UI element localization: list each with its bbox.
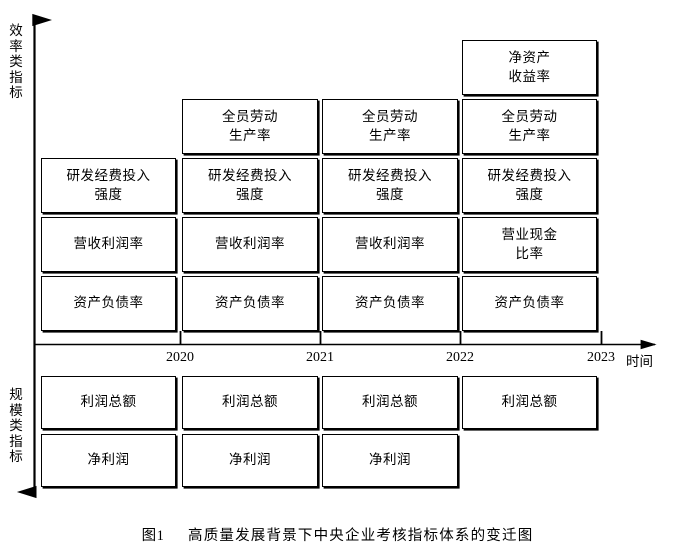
indicator-text-line: 生产率: [369, 127, 411, 144]
indicator-box-efficiency-2022-2: 营收利润率: [322, 217, 458, 272]
indicator-box-efficiency-2022-0: 全员劳动生产率: [322, 99, 458, 154]
x-axis-label: 时间: [626, 354, 653, 370]
figure-caption: 图1 高质量发展背景下中央企业考核指标体系的变迁图: [0, 524, 675, 545]
indicator-text-line: 净利润: [87, 452, 130, 468]
indicator-box-label: 净利润: [88, 451, 130, 470]
indicator-box-scale-2020-1: 净利润: [41, 434, 176, 487]
indicator-box-scale-2022-1: 净利润: [322, 434, 458, 487]
indicator-box-label: 净利润: [229, 451, 271, 470]
indicator-box-label: 利润总额: [362, 393, 418, 412]
indicator-box-label: 净资产收益率: [509, 49, 551, 87]
indicator-text-line: 营业现金: [501, 226, 558, 243]
indicator-box-label: 净利润: [369, 451, 411, 470]
indicator-box-label: 研发经费投入强度: [67, 167, 151, 205]
indicator-text-line: 资产负债率: [215, 295, 285, 311]
indicator-box-label: 资产负债率: [355, 294, 425, 313]
indicator-text-line: 利润总额: [80, 394, 137, 410]
indicator-text-line: 强度: [236, 186, 264, 203]
indicator-box-label: 资产负债率: [215, 294, 285, 313]
indicator-box-efficiency-2023-0: 净资产收益率: [462, 40, 597, 95]
indicator-text-line: 营收利润率: [355, 236, 425, 252]
y-axis-efficiency-label: 效率类指标: [9, 23, 23, 101]
indicator-box-label: 利润总额: [502, 393, 558, 412]
indicator-box-label: 营收利润率: [215, 235, 285, 254]
indicator-text-line: 强度: [376, 186, 404, 203]
indicator-text-line: 资产负债率: [494, 295, 565, 311]
indicator-box-efficiency-2022-1: 研发经费投入强度: [322, 158, 458, 213]
x-tick-label-2020: 2020: [166, 350, 194, 365]
indicator-box-efficiency-2021-2: 营收利润率: [182, 217, 318, 272]
indicator-box-label: 营业现金比率: [502, 226, 558, 264]
figure-caption-text: 高质量发展背景下中央企业考核指标体系的变迁图: [188, 528, 534, 544]
indicator-box-scale-2021-0: 利润总额: [182, 376, 318, 429]
indicator-text-line: 净利润: [229, 452, 271, 468]
x-tick-label-2021: 2021: [306, 350, 334, 365]
indicator-text-line: 研发经费投入: [348, 167, 432, 184]
indicator-box-label: 营收利润率: [74, 235, 144, 254]
indicator-box-scale-2023-0: 利润总额: [462, 376, 597, 429]
indicator-text-line: 生产率: [229, 127, 271, 144]
indicator-text-line: 资产负债率: [355, 295, 425, 311]
indicator-text-line: 研发经费投入: [487, 167, 572, 184]
indicator-text-line: 收益率: [508, 68, 551, 85]
indicator-box-label: 营收利润率: [355, 235, 425, 254]
x-tick-label-2023: 2023: [587, 350, 615, 365]
indicator-text-line: 净资产: [508, 49, 551, 66]
figure-caption-number: 图1: [141, 528, 165, 544]
indicator-box-label: 利润总额: [81, 393, 137, 412]
indicator-box-efficiency-2021-3: 资产负债率: [182, 276, 318, 331]
indicator-box-efficiency-2020-2: 资产负债率: [41, 276, 176, 331]
indicator-box-efficiency-2021-1: 研发经费投入强度: [182, 158, 318, 213]
indicator-box-label: 研发经费投入强度: [488, 167, 572, 205]
indicator-text-line: 利润总额: [362, 394, 418, 410]
indicator-text-line: 全员劳动: [362, 108, 418, 125]
x-tick-label-2022: 2022: [446, 350, 474, 365]
indicator-box-efficiency-2022-3: 资产负债率: [322, 276, 458, 331]
indicator-text-line: 强度: [94, 186, 123, 203]
indicator-box-label: 利润总额: [222, 393, 278, 412]
indicator-box-label: 全员劳动生产率: [502, 108, 558, 146]
indicator-box-efficiency-2023-1: 全员劳动生产率: [462, 99, 597, 154]
indicator-box-efficiency-2023-4: 资产负债率: [462, 276, 597, 331]
indicator-box-label: 全员劳动生产率: [222, 108, 278, 146]
indicator-text-line: 研发经费投入: [208, 167, 292, 184]
y-axis-scale-label: 规模类指标: [9, 387, 23, 465]
indicator-box-efficiency-2020-1: 营收利润率: [41, 217, 176, 272]
indicator-box-scale-2022-0: 利润总额: [322, 376, 458, 429]
indicator-box-label: 全员劳动生产率: [362, 108, 418, 146]
indicator-text-line: 全员劳动: [222, 108, 278, 125]
indicator-text-line: 研发经费投入: [66, 167, 151, 184]
indicator-box-scale-2020-0: 利润总额: [41, 376, 176, 429]
indicator-text-line: 净利润: [369, 452, 411, 468]
indicator-box-efficiency-2020-0: 研发经费投入强度: [41, 158, 176, 213]
indicator-box-label: 资产负债率: [495, 294, 565, 313]
indicator-box-efficiency-2023-3: 营业现金比率: [462, 217, 597, 272]
indicator-box-efficiency-2023-2: 研发经费投入强度: [462, 158, 597, 213]
indicator-box-label: 资产负债率: [74, 294, 144, 313]
indicator-box-scale-2021-1: 净利润: [182, 434, 318, 487]
indicator-box-label: 研发经费投入强度: [208, 167, 292, 205]
indicator-text-line: 比率: [515, 245, 544, 262]
indicator-text-line: 利润总额: [222, 394, 278, 410]
indicator-box-efficiency-2021-0: 全员劳动生产率: [182, 99, 318, 154]
indicator-box-label: 研发经费投入强度: [348, 167, 432, 205]
indicator-text-line: 强度: [515, 186, 544, 203]
indicator-text-line: 营收利润率: [73, 236, 144, 252]
indicator-text-line: 营收利润率: [215, 236, 285, 252]
indicator-text-line: 资产负债率: [73, 295, 144, 311]
indicator-text-line: 利润总额: [501, 394, 558, 410]
indicator-text-line: 生产率: [508, 127, 551, 144]
indicator-text-line: 全员劳动: [501, 108, 558, 125]
